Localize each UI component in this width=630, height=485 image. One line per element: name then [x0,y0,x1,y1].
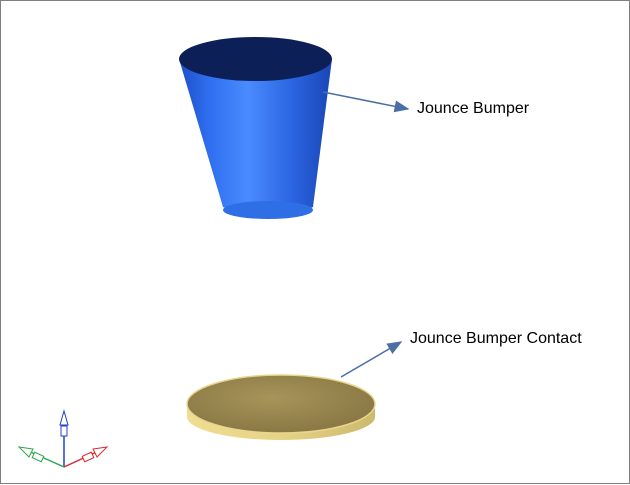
triad-y-shaft [31,451,45,463]
bumper-side [179,59,332,217]
triad-x-arrow [92,446,109,458]
triad-z-shaft [60,425,68,437]
triad-x-shaft [81,451,95,463]
triad-z-arrow [59,409,69,426]
triad-y-arrow [17,446,34,458]
contact-top-face [186,374,376,434]
bumper-bottom-edge [223,201,313,219]
jounce-bumper-contact-label: Jounce Bumper Contact [410,330,582,347]
jounce-bumper-shape [179,37,332,219]
contact-callout-arrow [340,341,403,378]
bumper-callout-arrow [322,91,410,113]
jounce-bumper-contact-shape [186,374,376,440]
coordinate-triad-icon [17,409,109,468]
jounce-bumper-label: Jounce Bumper [417,100,530,117]
triad-y-axis [25,449,65,468]
bumper-top-face [179,37,332,81]
